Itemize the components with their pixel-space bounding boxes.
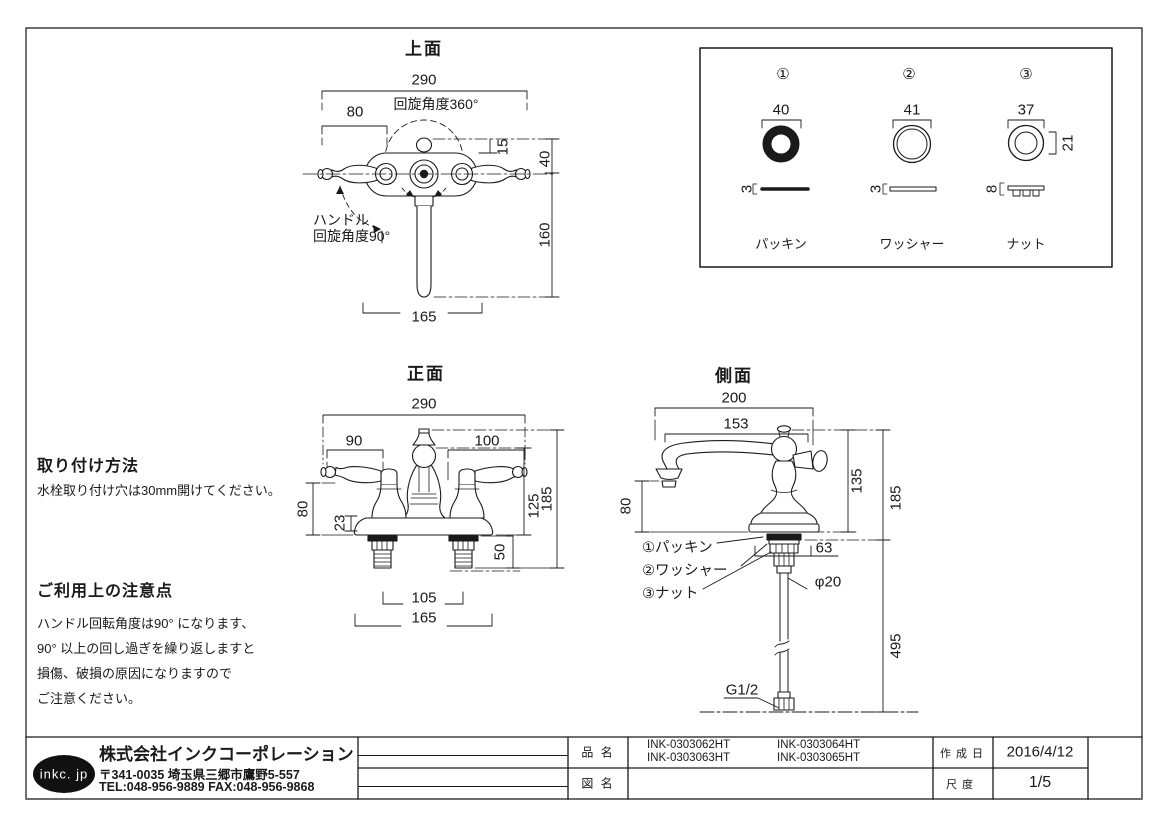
date-value: 2016/4/12: [1006, 743, 1074, 761]
page-border: [25, 27, 1143, 800]
install-title: 取り付け方法: [37, 458, 140, 475]
part-2-label: ワッシャー: [879, 236, 945, 252]
side-view-linework: [634, 407, 919, 713]
product-number-2: INK-0303064HT: [777, 739, 861, 751]
dim-side-153: 153: [723, 415, 749, 433]
top-rotation-label: 回旋角度360°: [393, 96, 479, 112]
dim-side-80: 80: [617, 497, 635, 515]
dim-front-50: 50: [491, 543, 509, 561]
caution-line-2: 90° 以上の回し過ぎを繰り返しますと: [37, 641, 256, 656]
product-number-4: INK-0303065HT: [777, 752, 861, 764]
caution-line-1: ハンドル回転角度は90° になります、: [37, 616, 255, 631]
part-3-diameter: 37: [1017, 101, 1035, 119]
part-2-diameter: 41: [903, 101, 921, 119]
dim-side-g12: G1/2: [725, 681, 759, 699]
part-2-number: ②: [902, 66, 916, 83]
dim-front-23: 23: [331, 514, 349, 532]
top-view-linework: [302, 90, 560, 314]
company-name: 株式会社インクコーポレーション: [99, 745, 354, 764]
dim-side-63: 63: [815, 539, 833, 557]
side-view-title: 側面: [715, 366, 753, 386]
part-1-number: ①: [776, 66, 790, 83]
top-handle-label-1: ハンドル: [313, 212, 369, 228]
front-view-linework: [305, 414, 565, 627]
dim-front-185: 185: [538, 486, 556, 512]
caution-line-4: ご注意ください。: [37, 691, 142, 706]
dim-front-80: 80: [294, 500, 312, 518]
dim-side-185: 185: [887, 485, 905, 511]
product-name-label: 品 名: [581, 745, 615, 760]
company-phone: TEL:048-956-9889 FAX:048-956-9868: [99, 780, 315, 794]
logo-ellipse: [33, 755, 95, 793]
dim-top-290: 290: [411, 71, 437, 89]
side-callout-packing: ①パッキン: [642, 540, 713, 556]
title-block-lines: [25, 736, 1143, 800]
company-logo: inkc. jp: [39, 766, 89, 782]
side-callout-nut: ③ナット: [642, 586, 699, 602]
product-number-1: INK-0303062HT: [647, 739, 731, 751]
dim-front-165: 165: [411, 609, 437, 627]
company-address: 〒341-0035 埼玉県三郷市鷹野5-557: [99, 768, 300, 782]
dim-top-40: 40: [536, 150, 554, 168]
dim-side-495: 495: [887, 633, 905, 659]
date-label: 作 成 日: [939, 748, 985, 760]
caution-line-3: 損傷、破損の原因になりますので: [37, 666, 233, 681]
scale-value: 1/5: [1028, 774, 1052, 791]
dim-top-165: 165: [411, 308, 437, 326]
side-callout-washer: ②ワッシャー: [642, 563, 728, 579]
part-3-inner-diameter: 21: [1059, 134, 1077, 152]
scale-label: 尺 度: [945, 779, 975, 791]
dim-side-200: 200: [721, 389, 747, 407]
dim-front-90: 90: [345, 432, 363, 450]
part-3-thickness: 8: [983, 184, 1001, 194]
part-1-label: パッキン: [755, 236, 807, 252]
front-view-title: 正面: [407, 364, 445, 384]
caution-title: ご利用上の注意点: [37, 583, 174, 600]
parts-box-linework: [699, 47, 1113, 268]
top-handle-label-2: 回旋角度90°: [313, 228, 391, 244]
dim-side-135: 135: [848, 468, 866, 494]
part-2-thickness: 3: [867, 184, 885, 194]
part-1-thickness: 3: [738, 184, 756, 194]
part-3-label: ナット: [1006, 236, 1046, 252]
dim-front-105: 105: [411, 589, 437, 607]
dim-front-290: 290: [411, 395, 437, 413]
dim-side-phi20: φ20: [814, 573, 842, 591]
dim-top-80: 80: [346, 103, 364, 121]
product-number-3: INK-0303063HT: [647, 752, 731, 764]
part-1-diameter: 40: [772, 101, 790, 119]
part-3-number: ③: [1019, 66, 1033, 83]
install-body: 水栓取り付け穴は30mm開けてください。: [37, 483, 281, 498]
dim-top-15: 15: [494, 138, 512, 156]
drawing-name-label: 図 名: [581, 776, 615, 791]
top-view-title: 上面: [405, 39, 443, 59]
dim-front-100: 100: [474, 432, 500, 450]
dim-top-160: 160: [536, 222, 554, 248]
